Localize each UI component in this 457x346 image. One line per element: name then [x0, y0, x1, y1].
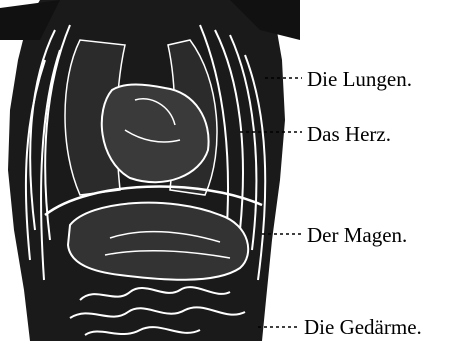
label-lungs: Die Lungen.	[307, 69, 412, 90]
label-stomach: Der Magen.	[307, 225, 407, 246]
label-heart: Das Herz.	[307, 124, 391, 145]
label-intestines: Die Gedärme.	[304, 317, 422, 338]
